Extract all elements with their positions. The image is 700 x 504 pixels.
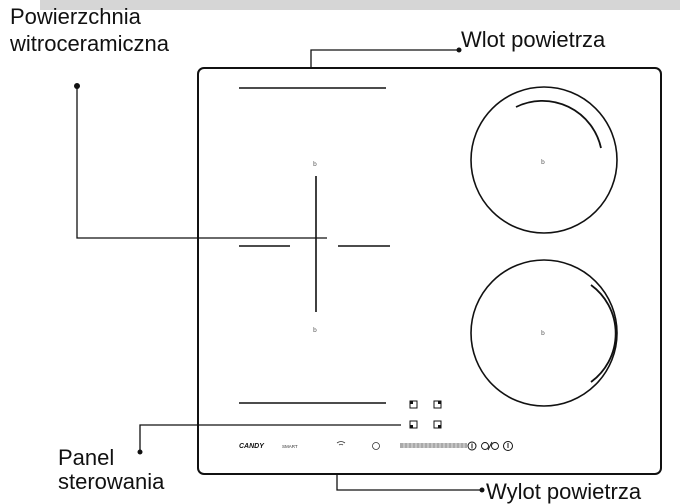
key-lock-icon: [467, 441, 477, 451]
pause-icon: [481, 441, 499, 451]
leader-control-panel: [139, 424, 401, 452]
burner-top-mark: b: [541, 159, 545, 166]
power-icon: [503, 441, 513, 451]
label-panel-line1: Panel: [58, 445, 115, 470]
hob-outline: [197, 67, 662, 475]
leader-dot-surface: [74, 83, 80, 89]
leader-air-outlet: [336, 474, 481, 491]
label-air-inlet: Wlot powietrza: [461, 27, 606, 52]
label-surface-line2: witroceramiczna: [10, 31, 169, 56]
burner-bottom-mark: b: [541, 330, 545, 337]
brand-logo: CANDY: [239, 443, 265, 450]
zone-mark-lower: b: [313, 327, 317, 334]
leader-air-inlet: [310, 49, 458, 68]
zone-mark-upper: b: [313, 161, 317, 168]
wifi-icon: [336, 441, 346, 446]
top-gray-band: [40, 0, 680, 10]
leader-surface: [76, 86, 327, 239]
burner-bottom-right: [470, 259, 618, 407]
zone-selector-buttons: [409, 400, 442, 429]
burner-top-right: [470, 86, 618, 234]
leader-dot-air-inlet: [456, 47, 462, 53]
power-level-slider: [400, 443, 467, 448]
timer-icon: [372, 442, 380, 450]
label-air-outlet: Wylot powietrza: [486, 479, 642, 504]
label-panel-line2: sterowania: [58, 469, 165, 494]
leader-dot-air-outlet: [479, 487, 485, 493]
leader-dot-control-panel: [137, 449, 143, 455]
brand-sub: SMART: [282, 444, 298, 449]
label-surface-line1: Powierzchnia: [10, 4, 141, 29]
flexi-zone-lines: [239, 87, 390, 404]
